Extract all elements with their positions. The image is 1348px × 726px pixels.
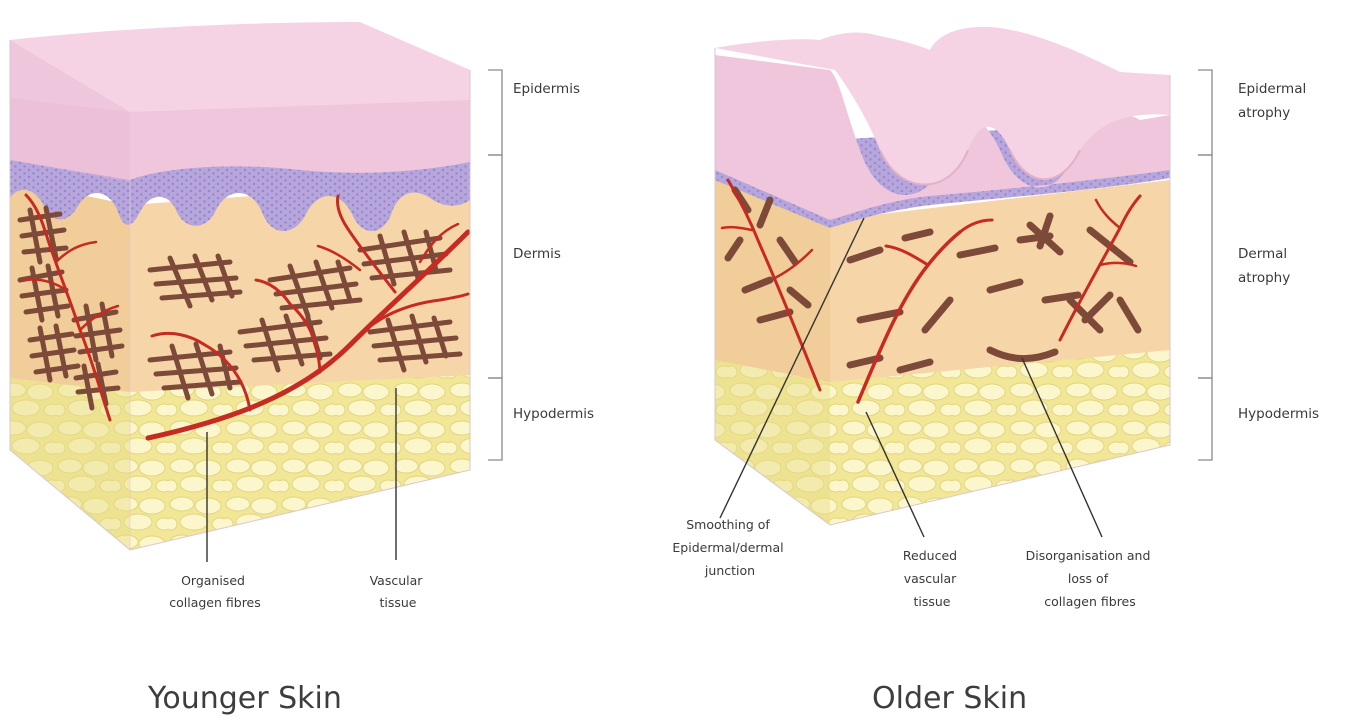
hypodermis-label: Hypodermis [513,406,594,422]
epidermis-label: Epidermis [513,81,580,97]
organised-collagen-callout: Organised collagen fibres [169,573,261,610]
epidermal-atrophy-label: Epidermal atrophy [1238,81,1311,121]
younger-layer-brackets [488,70,502,460]
smoothing-junction-callout: Smoothing of Epidermal/dermal junction [672,517,787,578]
younger-skin-title: Younger Skin [147,681,342,716]
younger-skin-block [10,22,470,550]
older-hypodermis-label: Hypodermis [1238,406,1319,422]
older-skin-title: Older Skin [872,681,1027,716]
older-layer-brackets [1198,70,1212,460]
reduced-vascular-callout: Reduced vascular tissue [903,548,961,609]
dermal-atrophy-label: Dermal atrophy [1238,246,1292,286]
older-skin-block [715,27,1170,525]
disorganisation-collagen-callout: Disorganisation and loss of collagen fib… [1026,548,1155,609]
vascular-tissue-callout: Vascular tissue [370,573,427,610]
dermis-label: Dermis [513,246,561,262]
